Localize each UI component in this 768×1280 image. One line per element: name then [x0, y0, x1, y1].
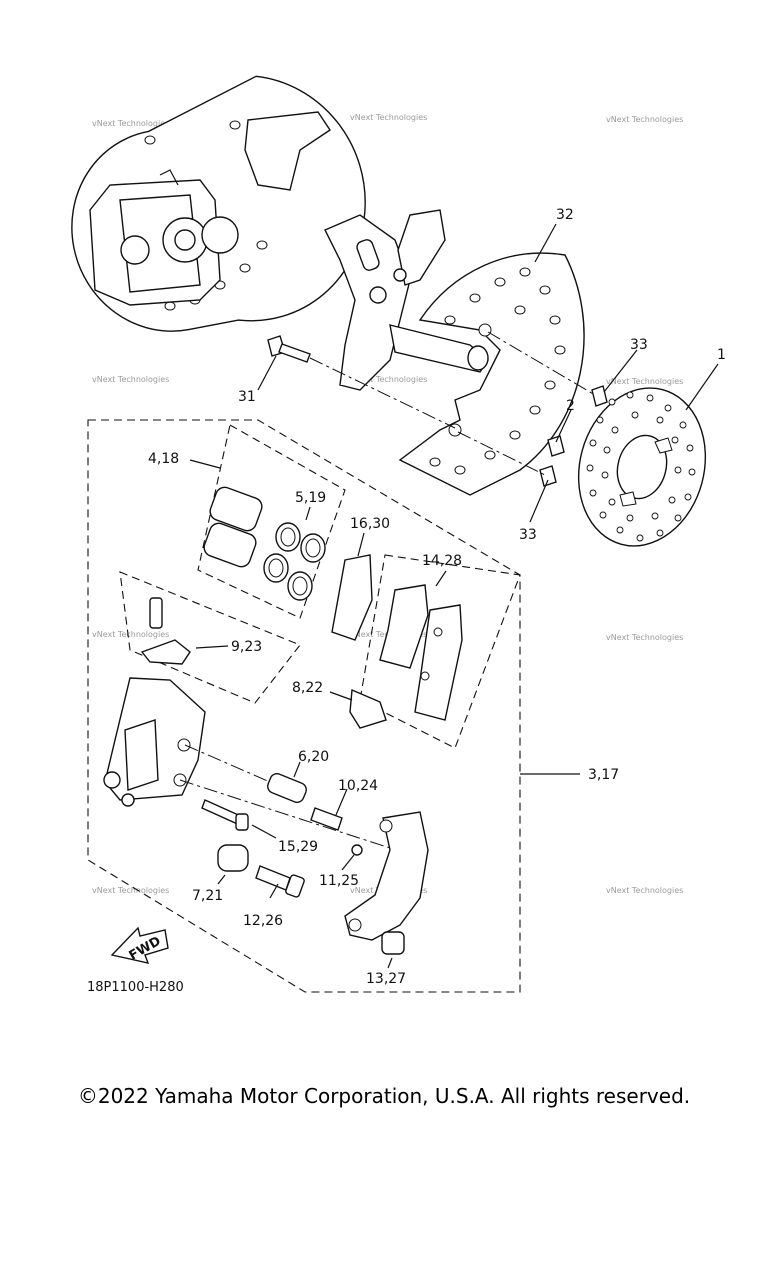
watermark: vNext Technologies — [92, 630, 169, 639]
watermark: vNext Technologies — [606, 633, 683, 642]
callout-3-17: 3,17 — [588, 767, 619, 783]
callout-7-21: 7,21 — [192, 888, 223, 904]
pin-part-6-20 — [267, 761, 307, 803]
steering-knuckle — [324, 209, 489, 391]
callout-2: 2 — [566, 398, 575, 414]
callout-1: 1 — [717, 347, 726, 363]
callout-labels: 1 2 31 32 33 33 4,18 5,19 16,30 14,28 9,… — [148, 207, 726, 987]
pistons-part-4-18 — [189, 424, 346, 619]
bushing-part-13-27 — [381, 931, 405, 969]
callout-9-23: 9,23 — [231, 639, 262, 655]
callout-13-27: 13,27 — [366, 971, 406, 987]
callout-32: 32 — [556, 207, 574, 223]
watermark: vNext Technologies — [606, 886, 683, 895]
callout-5-19: 5,19 — [295, 490, 326, 506]
bleeder-part-9-23 — [119, 571, 301, 704]
copyright-notice: ©2022 Yamaha Motor Corporation, U.S.A. A… — [77, 1084, 691, 1108]
callout-12-26: 12,26 — [243, 913, 283, 929]
assembled-hub-view — [71, 75, 366, 332]
callout-16-30: 16,30 — [350, 516, 390, 532]
watermark: vNext Technologies — [606, 115, 683, 124]
watermark: vNext Technologies — [92, 375, 169, 384]
callout-33-bottom: 33 — [519, 527, 537, 543]
pad-spring-part-8-22 — [329, 688, 387, 729]
bolt-part-10-24 — [310, 788, 348, 831]
seals-part-5-19 — [263, 506, 326, 601]
caliper-bracket — [344, 811, 429, 941]
pin-part-15-29 — [201, 799, 277, 839]
callout-11-25: 11,25 — [319, 873, 359, 889]
callout-31: 31 — [238, 389, 256, 405]
callout-4-18: 4,18 — [148, 451, 179, 467]
watermark: vNext Technologies — [92, 886, 169, 895]
brake-pads-part-14-28 — [359, 554, 521, 749]
watermark: vNext Technologies — [606, 377, 683, 386]
screws-parts-2-33 — [457, 331, 608, 487]
caliper-body — [103, 677, 391, 849]
ring-part-11-25 — [341, 844, 363, 871]
forward-direction-indicator: FWD — [110, 926, 169, 964]
brake-parts-diagram: vNext Technologies vNext Technologies vN… — [71, 75, 726, 995]
bolt-part-12-26 — [255, 865, 305, 899]
dust-shield-part-32 — [398, 252, 585, 496]
brake-disc-part-1 — [577, 387, 707, 547]
watermark: vNext Technologies — [92, 119, 169, 128]
watermark: vNext Technologies — [350, 113, 427, 122]
callout-6-20: 6,20 — [298, 749, 329, 765]
callout-10-24: 10,24 — [338, 778, 378, 794]
callout-15-29: 15,29 — [278, 839, 318, 855]
shim-part-16-30 — [331, 532, 373, 641]
diagram-code: 18P1100-H280 — [87, 980, 184, 995]
callout-14-28: 14,28 — [422, 553, 462, 569]
caliper-assembly-boundary — [87, 419, 521, 993]
callout-33-top: 33 — [630, 337, 648, 353]
bolt-part-31 — [267, 335, 456, 429]
boot-part-7-21 — [217, 844, 249, 885]
leader-lines — [257, 223, 719, 523]
watermark: vNext Technologies — [350, 375, 427, 384]
callout-8-22: 8,22 — [292, 680, 323, 696]
